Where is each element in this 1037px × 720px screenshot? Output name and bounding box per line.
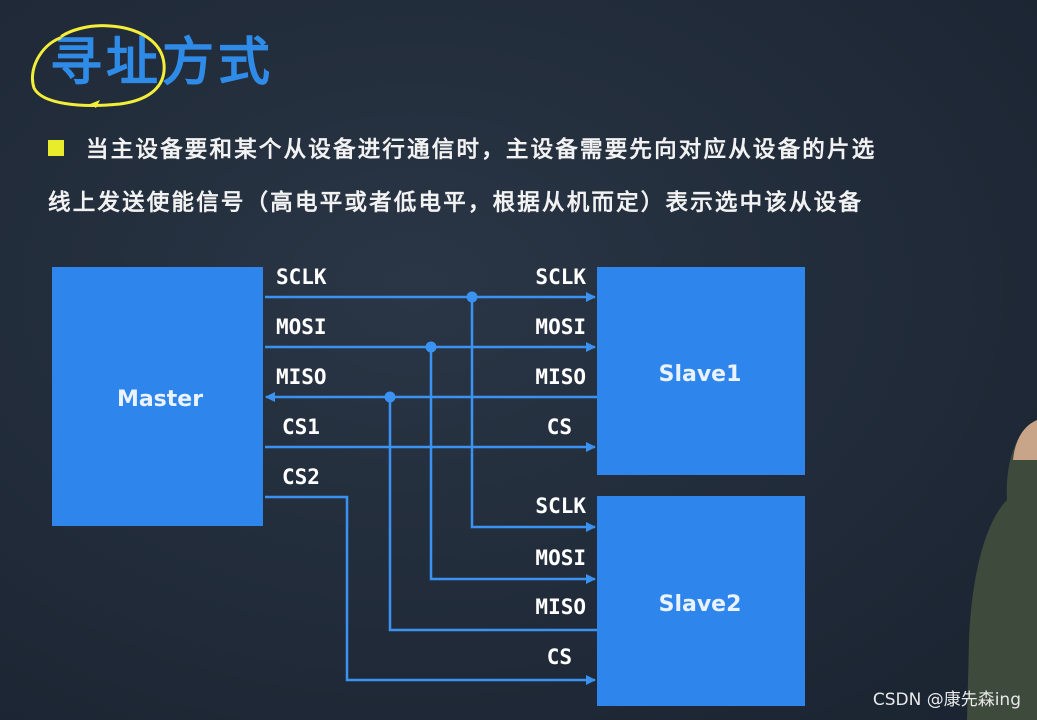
slave2-box bbox=[597, 496, 805, 706]
slave1-signal-sclk: SCLK bbox=[535, 265, 586, 289]
slave1-signal-mosi: MOSI bbox=[535, 315, 586, 339]
slave1-signal-miso: MISO bbox=[535, 365, 586, 389]
presenter-silhouette bbox=[967, 420, 1037, 720]
annotation-circle bbox=[31, 24, 166, 107]
bullet-text-line-2: 线上发送使能信号（高电平或者低电平，根据从机而定）表示选中该从设备 bbox=[48, 190, 864, 216]
wire-miso-slave2 bbox=[388, 397, 597, 632]
wire-sclk-slave2 bbox=[470, 297, 596, 532]
master-signal-cs2: CS2 bbox=[282, 465, 320, 489]
junction-mosi bbox=[425, 341, 437, 353]
slave2-signal-cs: CS bbox=[547, 645, 572, 669]
master-signal-mosi: MOSI bbox=[276, 315, 327, 339]
slave1-box bbox=[597, 267, 805, 475]
slave1-label: Slave1 bbox=[659, 362, 742, 387]
slave2-signal-mosi: MOSI bbox=[535, 546, 586, 570]
wire-cs2 bbox=[265, 495, 596, 685]
master-signal-cs1: CS1 bbox=[282, 415, 320, 439]
slave1-signal-cs: CS bbox=[547, 415, 572, 439]
slave2-signal-sclk: SCLK bbox=[535, 494, 586, 518]
csdn-watermark: CSDN @康先森ing bbox=[872, 690, 1021, 710]
master-box bbox=[52, 267, 263, 526]
master-signal-sclk: SCLK bbox=[276, 265, 327, 289]
master-label: Master bbox=[117, 387, 203, 412]
slave2-signal-miso: MISO bbox=[535, 595, 586, 619]
wire-mosi-slave2 bbox=[429, 347, 596, 584]
master-signal-miso: MISO bbox=[276, 365, 327, 389]
bullet-marker bbox=[48, 140, 64, 156]
junction-sclk bbox=[466, 291, 478, 303]
bullet-text-line-1: 当主设备要和某个从设备进行通信时，主设备需要先向对应从设备的片选 bbox=[86, 137, 877, 163]
annotation-circle-tail bbox=[90, 100, 100, 108]
junction-miso bbox=[384, 391, 396, 403]
slave2-label: Slave2 bbox=[659, 592, 742, 617]
